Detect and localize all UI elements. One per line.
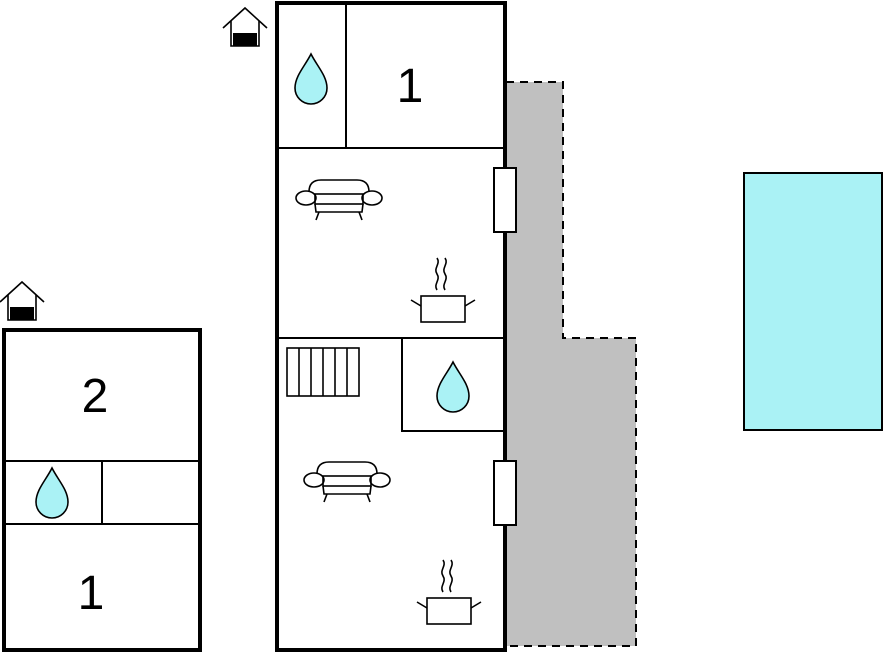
terrace-area [506,82,636,646]
sofa-icon [303,461,391,503]
door-icon [493,167,517,233]
bathroom-drop-icon [294,53,328,105]
left-building: 2 1 [2,328,202,652]
bathroom-drop-icon [35,467,69,519]
kitchen-pot-icon [410,257,476,323]
door-icon [493,460,517,526]
main-building: 1 [275,1,517,652]
house-entrance-icon [0,281,45,321]
stairs-icon [286,347,360,397]
house-entrance-icon [222,7,268,47]
bathroom-drop-icon [436,361,470,413]
sofa-icon [295,179,383,221]
room-number-label: 1 [78,567,105,620]
pool [743,172,883,431]
terrace-outline [506,81,637,647]
room-number-label: 2 [82,370,109,423]
room-number-label: 1 [397,60,424,113]
kitchen-pot-icon [416,559,482,625]
